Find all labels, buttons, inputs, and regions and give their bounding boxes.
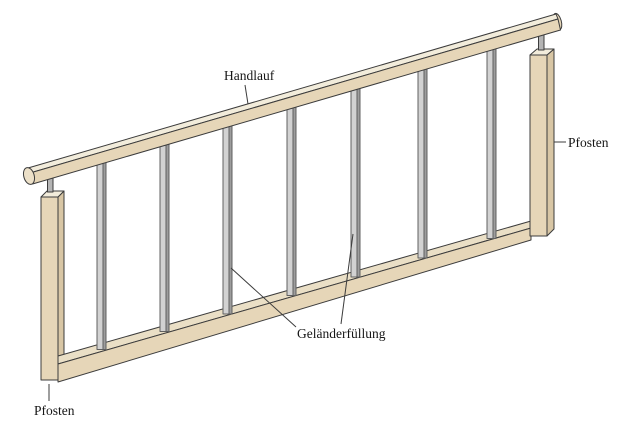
post-left-front-face: [40, 196, 59, 381]
baluster-3: [222, 124, 233, 315]
baluster-5-side: [356, 87, 361, 278]
label-handlauf: Handlauf: [224, 68, 275, 83]
baluster-1-side: [102, 161, 107, 350]
baluster-6-front: [417, 68, 425, 259]
baluster-1-front: [96, 161, 104, 350]
post-right-top-face: [529, 48, 555, 56]
label-pfosten-left: Pfosten: [34, 403, 75, 418]
baluster-7-front: [486, 48, 494, 239]
post-left-side-face: [57, 190, 65, 381]
handrail-end-cap-left: [22, 167, 36, 185]
post-left: [40, 190, 65, 381]
baluster-5: [350, 87, 361, 278]
railing-structure: [22, 12, 563, 383]
baluster-7: [486, 48, 497, 239]
baluster-7-side: [492, 48, 497, 239]
baluster-3-side: [228, 124, 233, 315]
baluster-6: [417, 68, 428, 259]
leader-lines: [48, 84, 566, 401]
baluster-2-side: [165, 143, 170, 332]
post-right: [529, 48, 555, 237]
baluster-4: [286, 106, 297, 296]
label-pfosten-right: Pfosten: [568, 135, 609, 150]
post-left-top-face: [40, 190, 65, 198]
baluster-6-side: [423, 68, 428, 259]
baluster-4-side: [292, 106, 297, 296]
baluster-1: [96, 161, 107, 350]
bottom-rail-front-face: [57, 227, 532, 383]
post-right-front-face: [529, 54, 548, 237]
connector-rod-right: [538, 34, 545, 51]
label-gelaenderfuellung: Geländerfüllung: [297, 326, 386, 341]
post-right-side-face: [546, 48, 555, 237]
leader-line-handlauf: [244, 84, 249, 105]
baluster-5-front: [350, 87, 358, 278]
baluster-2: [159, 143, 170, 332]
baluster-3-front: [222, 124, 230, 315]
leader-line-infill-a: [230, 267, 297, 328]
baluster-4-front: [286, 106, 294, 296]
baluster-2-front: [159, 143, 167, 332]
handrail: [22, 12, 563, 185]
leader-line-infill-b: [340, 233, 354, 325]
